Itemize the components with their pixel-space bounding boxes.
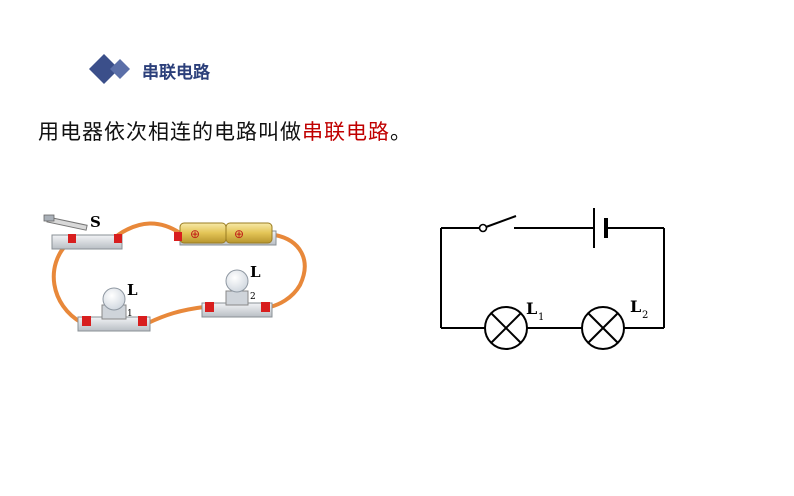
battery-pack: ⊕ ⊕ [174, 222, 277, 246]
lamp2-label: L [250, 263, 261, 281]
lamp-2 [201, 269, 273, 318]
definition-term: 串联电路 [302, 120, 390, 144]
section-title: 串联电路 [142, 63, 210, 83]
knife-switch [43, 214, 123, 250]
lamp2-subscript: 2 [250, 292, 256, 302]
diamond-bullet-icon [89, 54, 130, 84]
lamp-symbol-2 [581, 306, 625, 350]
schematic-wires [440, 227, 665, 329]
battery-plus-symbol-2: ⊕ [234, 227, 244, 241]
definition-prefix: 用电器依次相连的电路叫做 [38, 120, 302, 144]
switch-label: S [90, 213, 101, 231]
physical-circuit-illustration: S ⊕ ⊕ L 1 L 2 [43, 213, 307, 332]
battery-plus-symbol-1: ⊕ [190, 227, 200, 241]
lamp-symbol-1 [484, 306, 528, 350]
lamp1-subscript: 1 [127, 309, 133, 319]
schematic-lamp2-subscript: 2 [642, 310, 648, 321]
circuit-schematic: L 1 L 2 [440, 208, 665, 350]
schematic-lamp1-label: L [526, 299, 537, 318]
definition-sentence: 用电器依次相连的电路叫做串联电路。 [38, 116, 412, 146]
lamp-1 [77, 287, 151, 332]
lamp1-label: L [127, 281, 138, 299]
schematic-lamp1-subscript: 1 [538, 312, 544, 323]
connecting-wires [51, 221, 307, 325]
definition-suffix: 。 [390, 120, 412, 144]
schematic-lamp2-label: L [630, 297, 641, 316]
section-header: 串联电路 [84, 52, 284, 86]
battery-symbol [593, 208, 608, 248]
switch-symbol [478, 215, 517, 233]
